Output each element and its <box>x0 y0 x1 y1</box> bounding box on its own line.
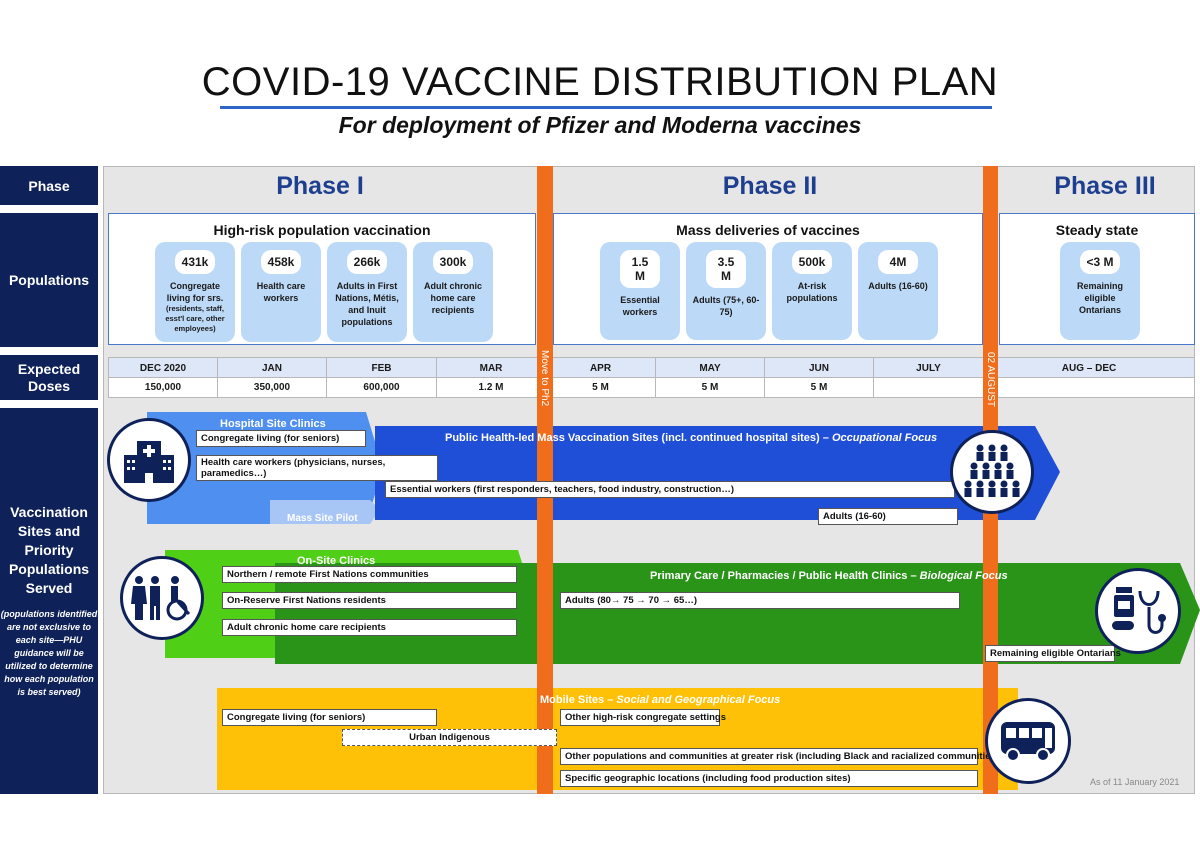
dose-value: 600,000 <box>327 377 437 397</box>
phase-1-label: Phase I <box>276 172 364 200</box>
tag-home-care-recipients: Adult chronic home care recipients <box>222 619 517 636</box>
mass-site-pilot-label: Mass Site Pilot <box>287 513 358 524</box>
page-subtitle: For deployment of Pfizer and Moderna vac… <box>338 112 862 138</box>
medicine-stethoscope-icon <box>1095 568 1181 654</box>
move-to-phase-2-label: Move to Ph2 <box>539 350 550 407</box>
tag-adults-80-65: Adults (80→ 75 → 70 → 65…) <box>560 592 960 609</box>
sites-note: (populations identified are not exclusiv… <box>0 609 98 697</box>
hospital-icon <box>107 418 191 502</box>
population-card: <3 M Remaining eligible Ontarians <box>1060 242 1140 340</box>
dose-value: 5 M <box>546 377 656 397</box>
tag-northern-first-nations: Northern / remote First Nations communit… <box>222 566 517 583</box>
tag-on-reserve-residents: On-Reserve First Nations residents <box>222 592 517 609</box>
on-site-clinics-title: On-Site Clinics <box>297 555 376 567</box>
phase-2-label: Phase II <box>722 172 818 200</box>
dose-month: FEB <box>327 358 437 378</box>
dose-value <box>984 377 1194 397</box>
dose-value: 5 M <box>765 377 874 397</box>
population-card: 300k Adult chronic home care recipients <box>413 242 493 342</box>
population-card: 500k At-risk populations <box>772 242 852 340</box>
dose-month: MAY <box>656 358 765 378</box>
hospital-site-clinics-title: Hospital Site Clinics <box>220 418 326 430</box>
tag-remaining-eligible: Remaining eligible Ontarians <box>985 645 1121 662</box>
population-card: 3.5 M Adults (75+, 60-75) <box>686 242 766 340</box>
tag-essential-workers: Essential workers (first responders, tea… <box>385 481 955 498</box>
dose-month: APR <box>546 358 656 378</box>
dose-value: 350,000 <box>218 377 327 397</box>
tag-greater-risk-communities: Other populations and communities at gre… <box>560 748 999 765</box>
doses-table: DEC 2020 JAN FEB MAR APR MAY JUN JULY AU… <box>108 357 1195 398</box>
family-wheelchair-icon <box>120 556 204 640</box>
primary-care-title: Primary Care / Pharmacies / Public Healt… <box>650 570 1008 582</box>
population-card: 4M Adults (16-60) <box>858 242 938 340</box>
row-label-populations: Populations <box>0 213 98 347</box>
population-card: 458k Health care workers <box>241 242 321 342</box>
dose-month: AUG – DEC <box>984 358 1194 378</box>
tag-mobile-congregate-living: Congregate living (for seniors) <box>222 709 437 726</box>
page-title: COVID-19 VACCINE DISTRIBUTION PLAN <box>201 60 999 104</box>
phase-3-label: Phase III <box>1054 172 1156 200</box>
dose-month: DEC 2020 <box>109 358 218 378</box>
tag-congregate-living: Congregate living (for seniors) <box>196 430 366 447</box>
tag-adults-16-60: Adults (16-60) <box>818 508 958 525</box>
tag-high-risk-congregate: Other high-risk congregate settings <box>560 709 726 726</box>
dose-value: 150,000 <box>109 377 218 397</box>
dose-month: JAN <box>218 358 327 378</box>
population-card: 1.5 M Essential workers <box>600 242 680 340</box>
tag-geographic-locations: Specific geographic locations (including… <box>560 770 978 787</box>
title-rule <box>220 106 992 109</box>
row-label-sites: Vaccination Sites and Priority Populatio… <box>0 408 98 794</box>
tag-urban-indigenous: Urban Indigenous <box>342 729 557 746</box>
dose-month: JUN <box>765 358 874 378</box>
mass-vaccination-title: Public Health-led Mass Vaccination Sites… <box>445 432 938 444</box>
august-label: 02 AUGUST <box>985 352 996 408</box>
bus-icon <box>985 698 1071 784</box>
population-card: 266k Adults in First Nations, Métis, and… <box>327 242 407 342</box>
mobile-sites-title: Mobile Sites – Social and Geographical F… <box>540 694 781 706</box>
as-of-date: As of 11 January 2021 <box>1090 777 1180 787</box>
row-label-doses: Expected Doses <box>0 355 98 400</box>
row-label-phase: Phase <box>0 166 98 205</box>
dose-value: 5 M <box>656 377 765 397</box>
population-card: 431k Congregate living for srs. (residen… <box>155 242 235 342</box>
move-to-phase-2-marker <box>537 166 553 794</box>
tag-health-care-workers: Health care workers (physicians, nurses,… <box>196 455 438 481</box>
people-group-icon <box>950 430 1034 514</box>
